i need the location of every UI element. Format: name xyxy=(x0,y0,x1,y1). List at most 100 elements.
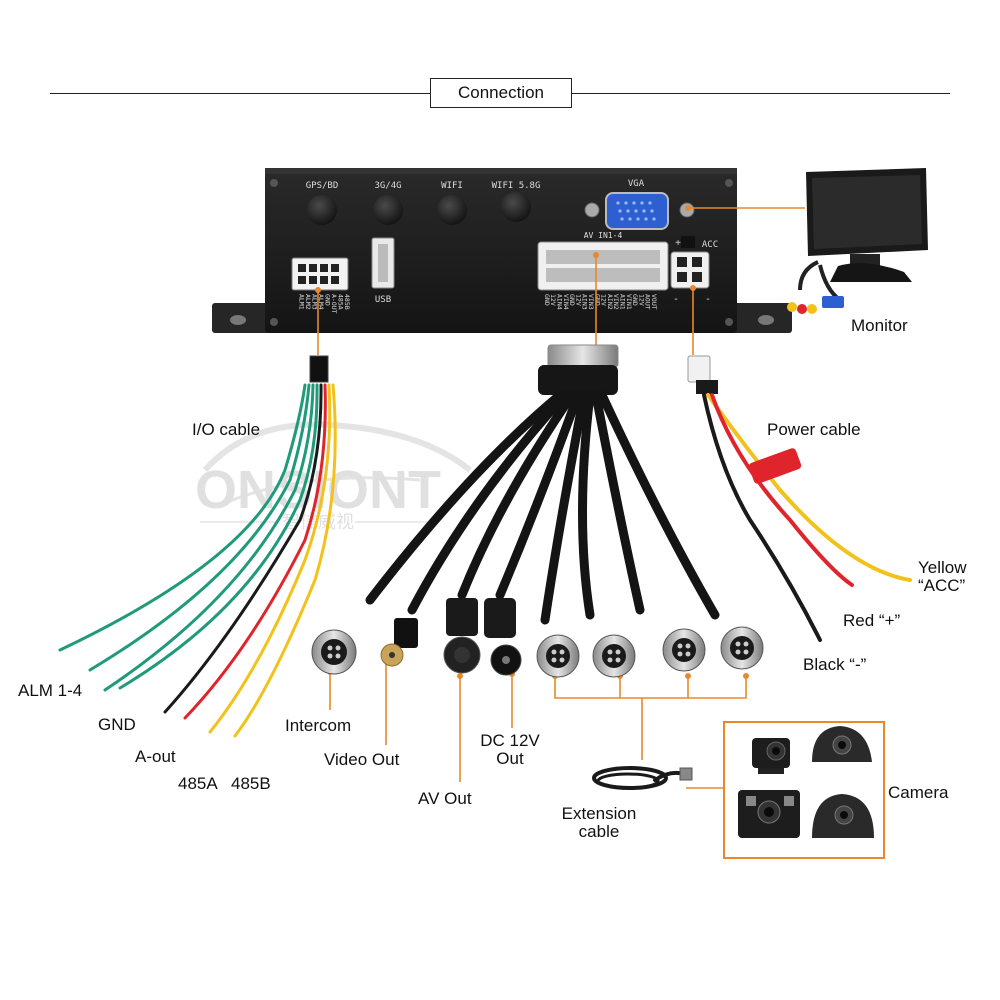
av-in-connector xyxy=(537,241,669,291)
camera-connector-3 xyxy=(662,628,706,672)
red-plus-label: Red “+” xyxy=(843,611,901,630)
pin-label: ALM4 xyxy=(317,294,325,310)
camera-connector-2 xyxy=(592,634,636,678)
screw-icon xyxy=(270,318,278,326)
minus-label-left: - xyxy=(674,294,677,305)
camera-icon-2 xyxy=(812,726,872,762)
intercom-label: Intercom xyxy=(285,716,352,735)
callout-lines xyxy=(317,207,805,789)
vga-port-label: VGA xyxy=(628,179,645,189)
gps-port-label: GPS/BD xyxy=(306,181,339,191)
power-cable xyxy=(687,355,912,642)
pin-label: 12V xyxy=(574,294,582,306)
monitor-illustration xyxy=(787,168,928,314)
camera-connector-4 xyxy=(720,626,764,670)
pin-label: VIN3 xyxy=(587,294,595,310)
wifi-port-label: WIFI xyxy=(441,181,463,191)
wifi58-port-label: WIFI 5.8G xyxy=(492,181,541,191)
yellow-acc-label-2: “ACC” xyxy=(918,576,966,595)
monitor-label: Monitor xyxy=(851,316,908,335)
gnd-label: GND xyxy=(98,715,136,734)
4g-antenna-port xyxy=(373,195,403,225)
vga-pins xyxy=(616,201,656,221)
camera-icon-4 xyxy=(812,794,874,838)
yellow-acc-label-1: Yellow xyxy=(918,558,967,577)
extension-cable-label: Extension cable xyxy=(549,805,649,841)
flange-hole-left xyxy=(230,315,246,325)
io-cable xyxy=(58,355,337,738)
intercom-connector xyxy=(311,629,357,675)
dc12v-label-line1: DC 12V xyxy=(480,731,540,750)
dc12v-label-line2: Out xyxy=(496,748,524,768)
4g-port-label: 3G/4G xyxy=(374,181,401,191)
pin-label: GND xyxy=(568,294,576,306)
extension-label-line1: Extension xyxy=(561,804,637,823)
black-minus-label: Black “-” xyxy=(803,655,867,674)
485b-label: 485B xyxy=(231,774,271,793)
pin-label: VIN4 xyxy=(562,294,570,310)
pin-label: 485A xyxy=(337,294,345,310)
av-out-label: AV Out xyxy=(418,789,472,808)
aviation-connectors xyxy=(311,598,764,678)
screw-icon xyxy=(725,318,733,326)
pin-label: AIN1 xyxy=(619,294,627,310)
alm-label: ALM 1-4 xyxy=(18,681,83,700)
pin-label: 485B xyxy=(343,294,351,310)
fuse-holder xyxy=(748,448,802,484)
aout-label: A-out xyxy=(135,747,176,766)
title-rule-left xyxy=(50,93,430,94)
power-cable-label: Power cable xyxy=(767,420,861,439)
pin-label: VOUT xyxy=(650,294,658,310)
vga-screw-icon xyxy=(584,202,600,218)
plus-label: + xyxy=(675,238,681,249)
camera-group xyxy=(723,721,885,859)
acc-marker xyxy=(681,236,695,248)
camera-connector-1 xyxy=(536,634,580,678)
pin-label: AIN3 xyxy=(581,294,589,310)
camera-label: Camera xyxy=(888,783,949,802)
av-out-connector xyxy=(443,598,481,674)
pin-label: GND xyxy=(324,294,332,306)
acc-label: ACC xyxy=(702,240,718,250)
pin-label: ALM3 xyxy=(311,294,319,310)
extension-cable-illustration xyxy=(592,766,693,790)
diagram-title: Connection xyxy=(430,78,572,108)
dc12v-label: DC 12V Out xyxy=(470,732,550,768)
485a-label: 485A xyxy=(178,774,218,793)
gps-antenna-port xyxy=(307,195,337,225)
pin-label: VIN1 xyxy=(625,294,633,310)
pin-label: GND xyxy=(593,294,601,306)
extension-label-line2: cable xyxy=(578,821,620,841)
minus-label-right: - xyxy=(706,294,709,305)
usb-label: USB xyxy=(375,295,391,305)
power-connector xyxy=(670,251,710,289)
pin-label: VIN2 xyxy=(612,294,620,310)
video-out-connector xyxy=(380,618,418,667)
dvr-device: GPS/BD 3G/4G WIFI WIFI 5.8G VGA USB xyxy=(212,168,792,333)
screw-icon xyxy=(725,179,733,187)
screw-icon xyxy=(270,179,278,187)
pin-label: GND xyxy=(543,294,551,306)
wifi-antenna-port xyxy=(437,195,467,225)
wifi58-antenna-port xyxy=(501,192,531,222)
pin-label: GND xyxy=(631,294,639,306)
pin-label: AIN2 xyxy=(606,294,614,310)
pin-label: A-OUT xyxy=(330,294,338,314)
pin-label: 12V xyxy=(637,294,645,306)
camera-icon-1 xyxy=(752,738,790,774)
pin-label: ALM2 xyxy=(304,294,312,310)
av-harness xyxy=(365,344,720,625)
video-out-label: Video Out xyxy=(324,750,400,769)
pin-label: AIN4 xyxy=(556,294,564,310)
camera-icon-3 xyxy=(738,790,800,838)
pin-label: 12V xyxy=(549,294,557,306)
dc12v-connector xyxy=(484,598,522,676)
pin-label: 12V xyxy=(600,294,608,306)
io-cable-label: I/O cable xyxy=(192,420,261,439)
av-port-label: AV IN1-4 xyxy=(584,231,623,240)
title-rule-right xyxy=(572,93,950,94)
flange-hole-right xyxy=(758,315,774,325)
io-connector xyxy=(291,257,349,291)
